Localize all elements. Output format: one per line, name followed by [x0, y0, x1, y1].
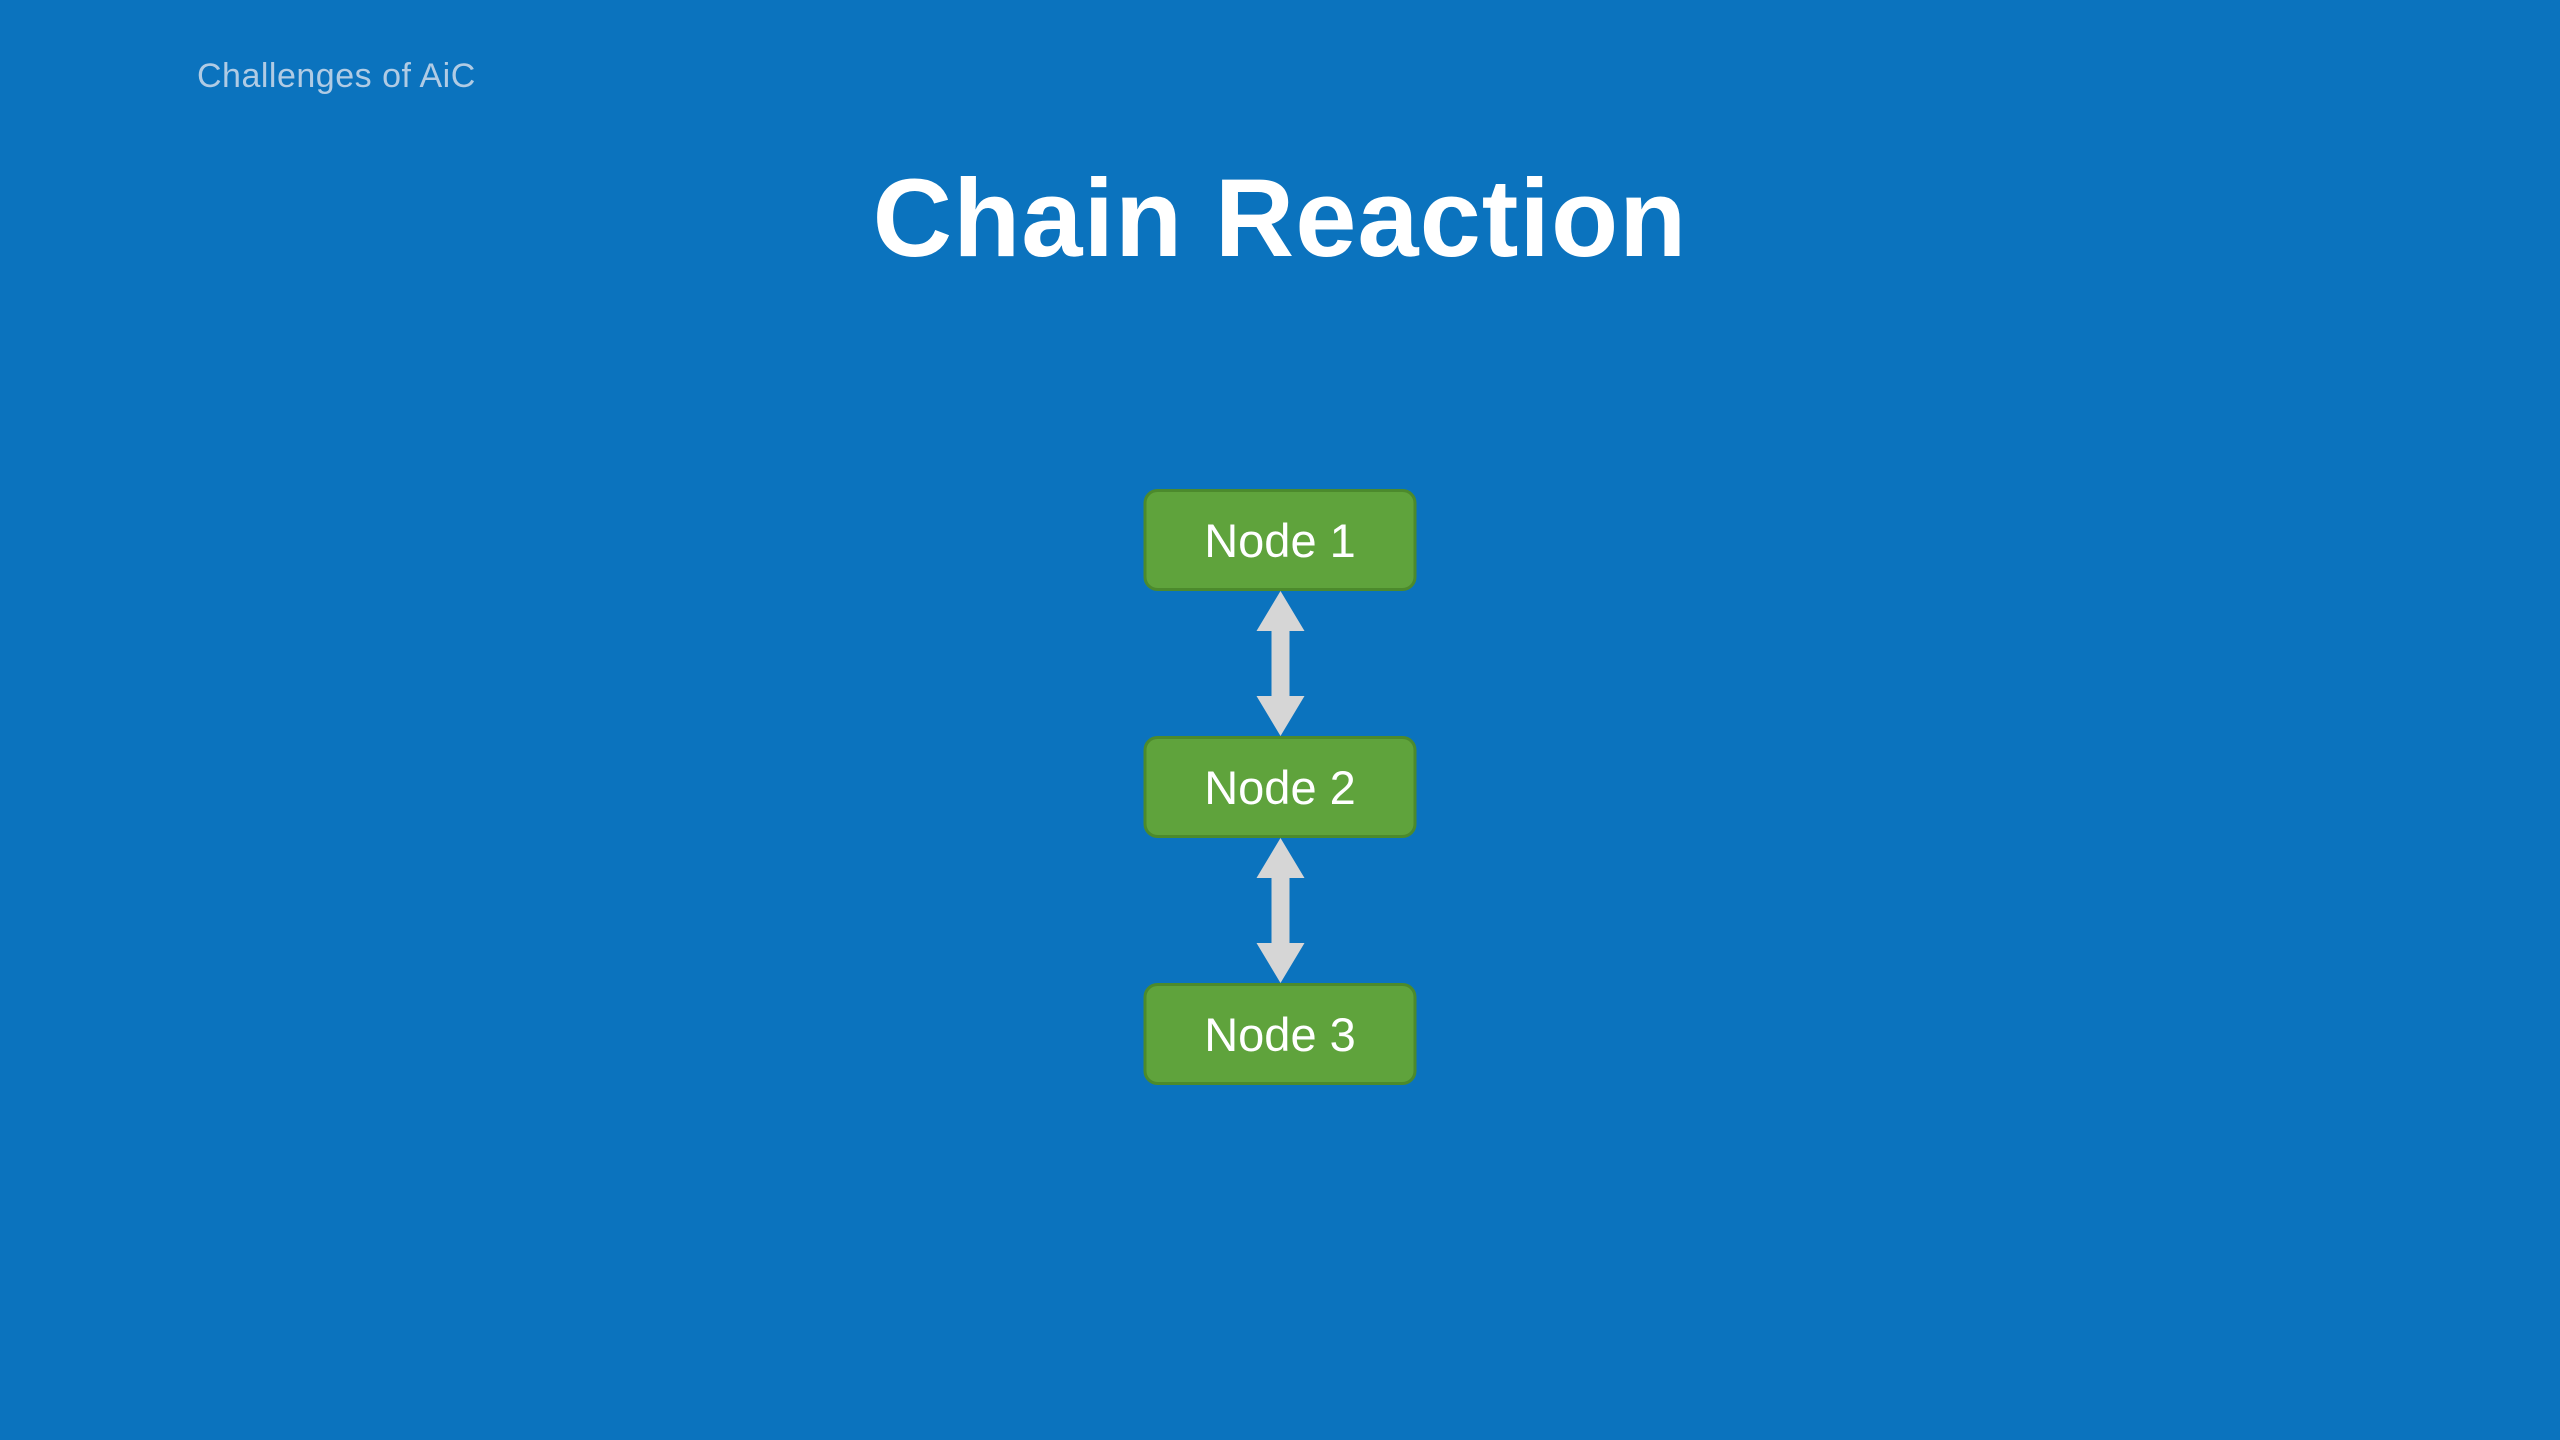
node-box-1: Node 1: [1143, 489, 1417, 591]
slide-header-text: Challenges of AiC: [197, 57, 476, 95]
node-3-label: Node 3: [1204, 1007, 1356, 1061]
node-2-label: Node 2: [1204, 760, 1356, 814]
double-arrow-icon: [1256, 838, 1304, 983]
node-diagram: Node 1 Node 2 Node 3: [1143, 489, 1417, 1085]
node-box-2: Node 2: [1143, 736, 1417, 838]
node-1-label: Node 1: [1204, 513, 1356, 567]
slide-title: Chain Reaction: [872, 157, 1688, 280]
double-arrow-icon: [1256, 591, 1304, 736]
node-box-3: Node 3: [1143, 983, 1417, 1085]
